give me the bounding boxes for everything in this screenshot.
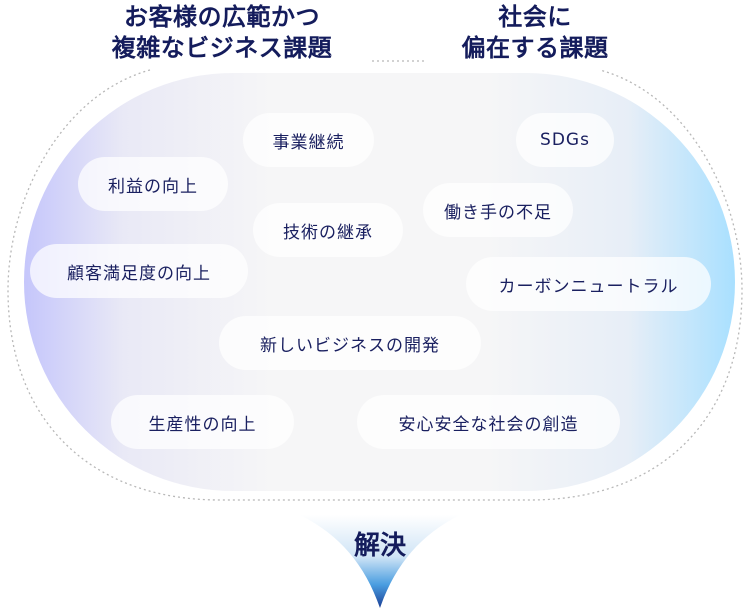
funnel-arrow-icon: [300, 515, 460, 608]
issue-carbon-neutral: カーボンニュートラル: [466, 257, 711, 311]
issue-customer-satisfaction: 顧客満足度の向上: [30, 244, 248, 298]
issue-safe-society: 安心安全な社会の創造: [357, 395, 620, 449]
issue-profit: 利益の向上: [78, 157, 228, 211]
issue-new-business: 新しいビジネスの開発: [219, 316, 481, 370]
issue-productivity: 生産性の向上: [111, 395, 294, 449]
title-line: 偏在する課題: [461, 34, 609, 62]
solution-label: 解決: [353, 531, 406, 561]
issue-skill-transfer: 技術の継承: [253, 203, 403, 257]
title-business-issues: お客様の広範かつ 複雑なビジネス課題: [72, 2, 372, 64]
title-line: 社会に: [498, 3, 572, 31]
title-line: お客様の広範かつ: [124, 3, 320, 31]
issue-sdgs: SDGs: [516, 113, 614, 167]
title-line: 複雑なビジネス課題: [111, 34, 333, 62]
issue-labor-shortage: 働き手の不足: [423, 183, 573, 237]
title-social-issues: 社会に 偏在する課題: [430, 2, 640, 64]
issue-business-continuity: 事業継続: [243, 113, 374, 167]
